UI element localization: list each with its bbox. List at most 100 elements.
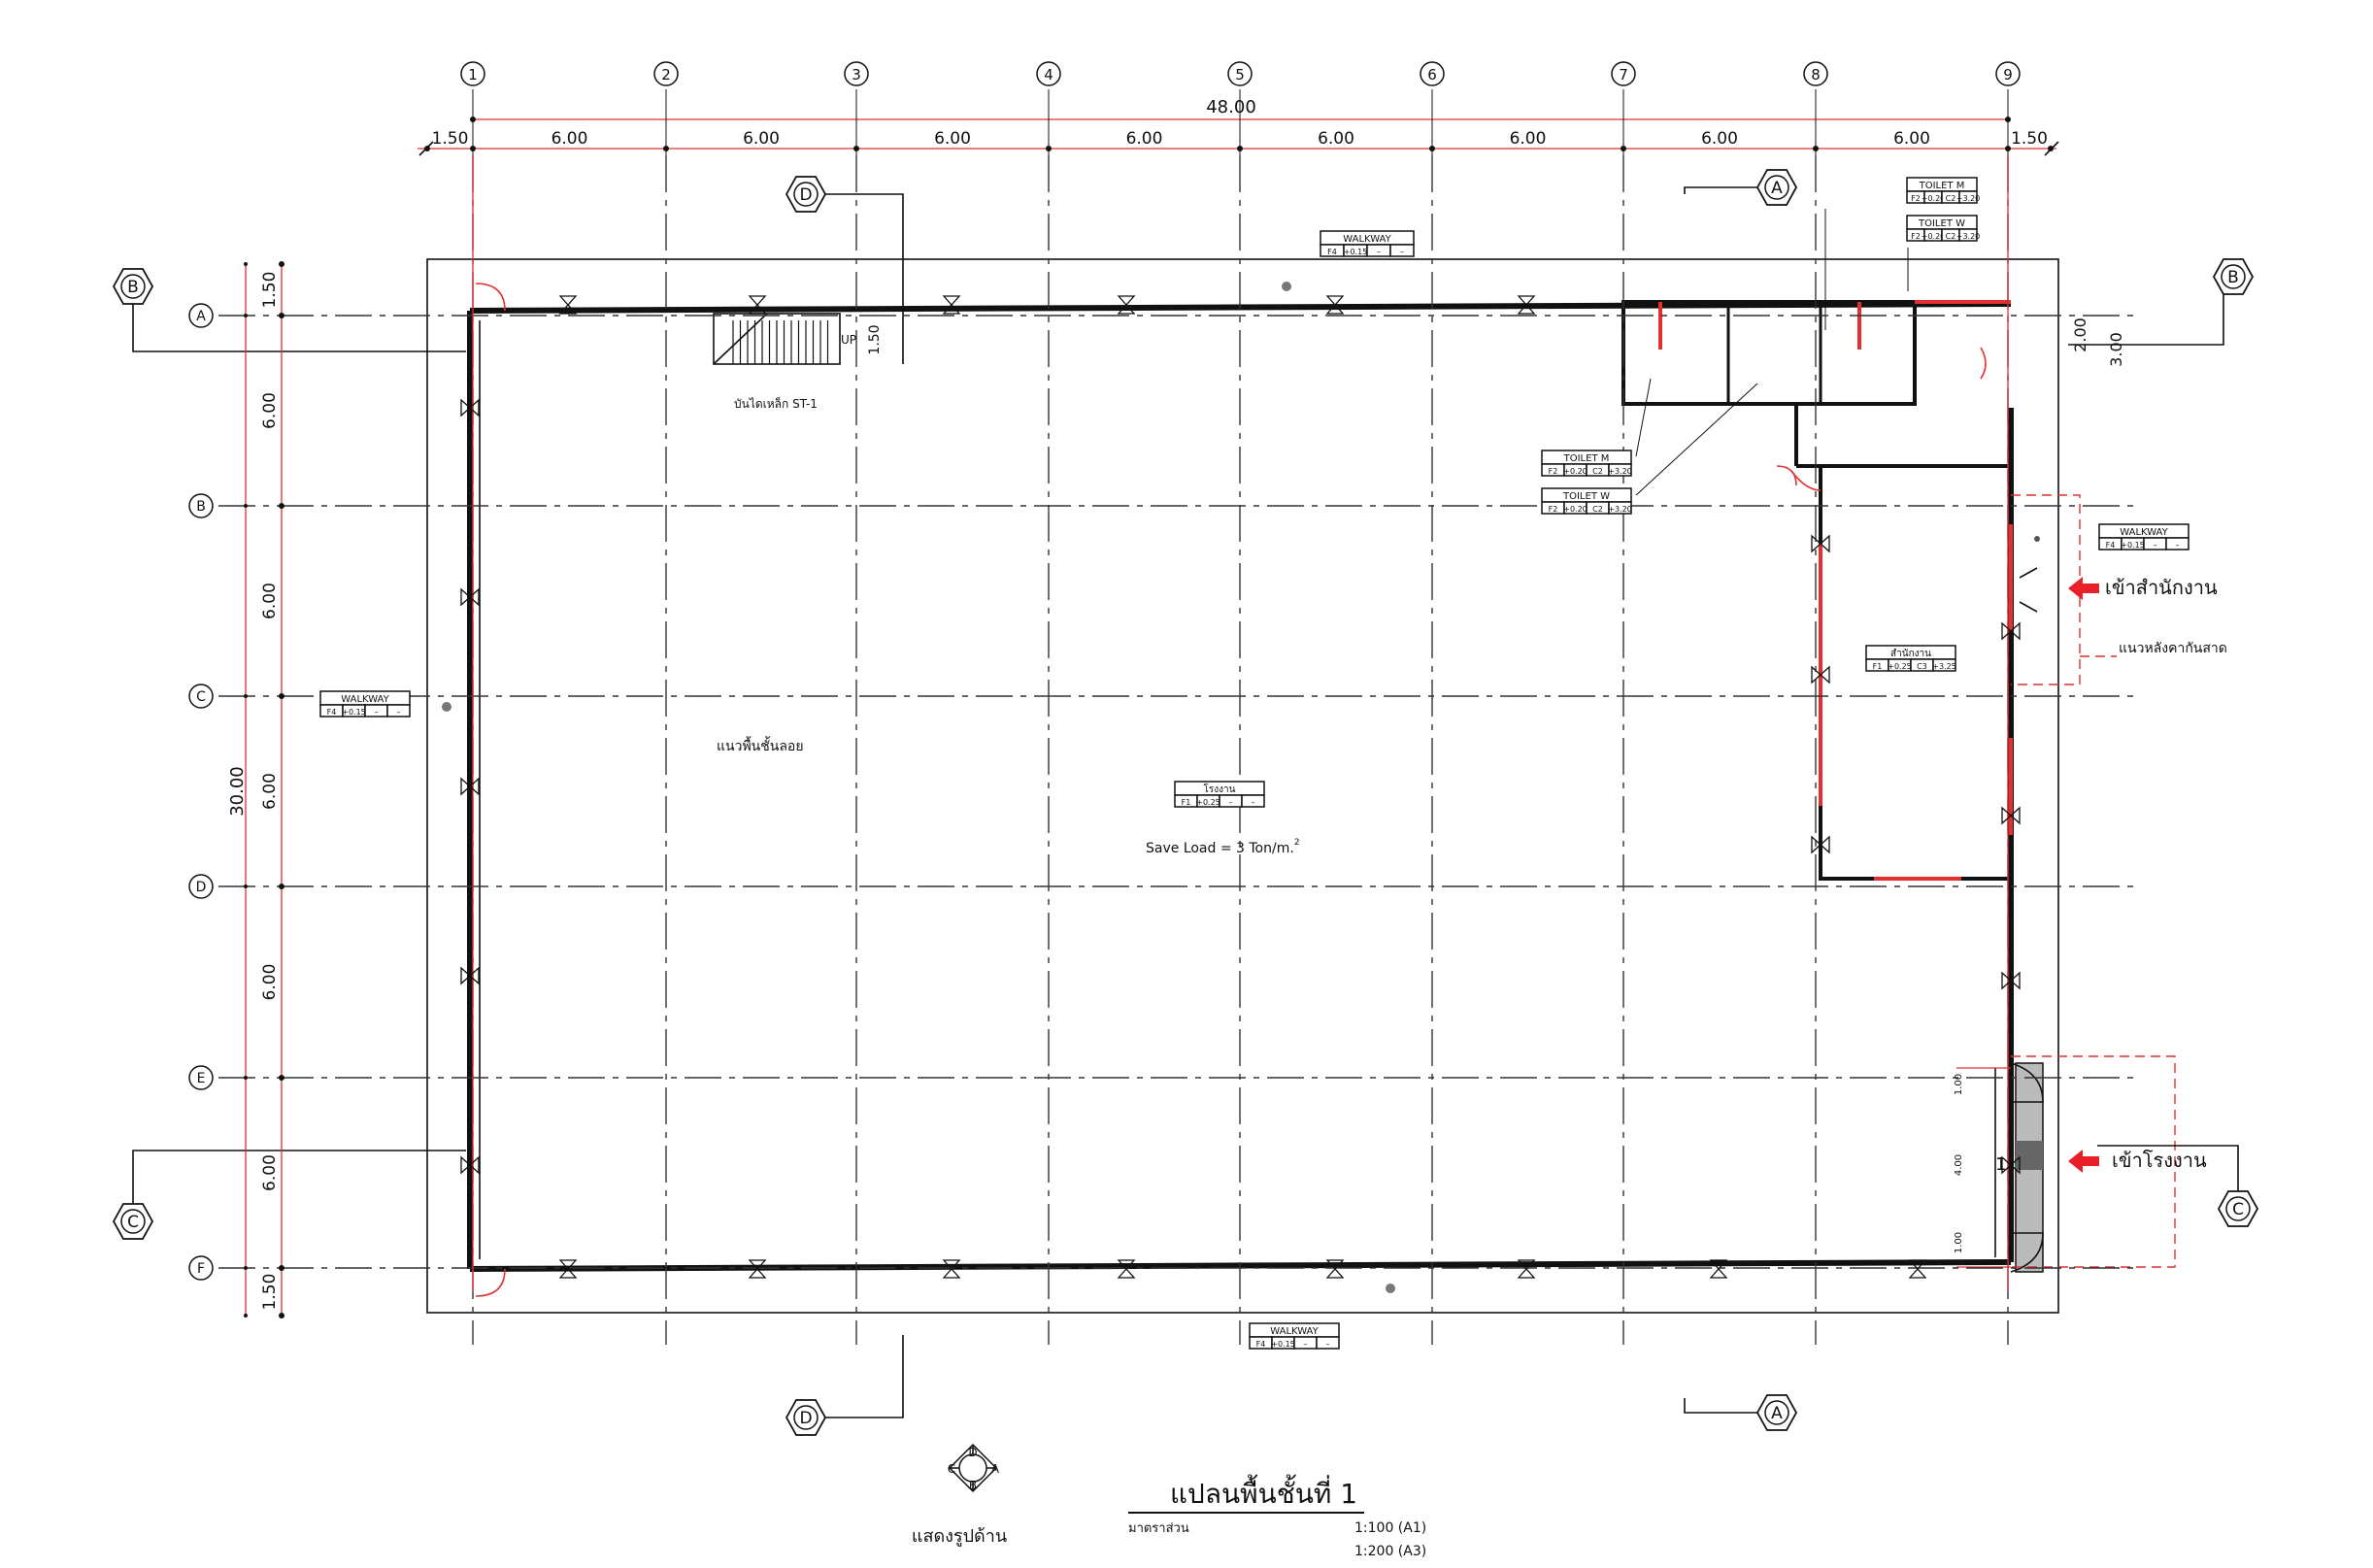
span-label: 6.00 bbox=[1893, 129, 1930, 149]
window-symbol bbox=[1117, 304, 1136, 315]
section-marker-label: C bbox=[127, 1213, 139, 1232]
dim-node bbox=[279, 884, 284, 889]
window-symbol bbox=[1325, 295, 1345, 306]
room-tag-code: – bbox=[1229, 798, 1233, 807]
door-dim-3: 1.00 bbox=[1954, 1232, 1964, 1253]
window-symbol bbox=[2010, 971, 2021, 990]
column-bubble bbox=[1420, 61, 1445, 86]
room-tag-code: +0.15 bbox=[1344, 248, 1368, 256]
room-tag-code: – bbox=[2154, 541, 2157, 550]
window-symbol bbox=[460, 587, 471, 607]
window-symbol bbox=[1820, 534, 1830, 553]
span-label: 6.00 bbox=[1126, 129, 1163, 149]
dim-node bbox=[244, 504, 248, 508]
room-tag-code: – bbox=[375, 708, 379, 717]
row-bubble bbox=[188, 874, 214, 899]
window-symbol bbox=[1325, 304, 1345, 315]
dim-node bbox=[244, 314, 248, 317]
scale-a3: 1:200 (A3) bbox=[1354, 1544, 1426, 1559]
window-symbol bbox=[558, 1259, 578, 1270]
depth-span-label: 1.50 bbox=[260, 272, 280, 309]
window-symbol bbox=[1117, 1268, 1136, 1279]
window-symbol bbox=[748, 295, 767, 306]
section-marker-circle bbox=[120, 1209, 146, 1234]
section-marker-circle bbox=[1764, 175, 1789, 200]
window-symbol bbox=[469, 398, 480, 417]
window-symbol bbox=[2010, 806, 2021, 825]
window-symbol bbox=[460, 777, 471, 796]
total-width-label: 48.00 bbox=[1206, 97, 1256, 117]
room-tag-name: TOILET W bbox=[1918, 218, 1965, 229]
column-label: 6 bbox=[1427, 66, 1437, 83]
office-room bbox=[1819, 464, 2038, 881]
row-label: D bbox=[196, 880, 207, 895]
window-symbol bbox=[460, 966, 471, 985]
room-tag-code: – bbox=[1400, 248, 1404, 256]
canopy-line-label: แนวหลังคากันสาด bbox=[2119, 641, 2227, 656]
row-label: F bbox=[197, 1261, 205, 1277]
room-tag-cell bbox=[1389, 244, 1415, 257]
window-symbol bbox=[558, 1268, 578, 1279]
dim-node bbox=[279, 261, 284, 267]
room-tag-cell bbox=[1241, 794, 1265, 808]
row-bubble bbox=[188, 1255, 214, 1281]
room-tag-code: C2 bbox=[1592, 467, 1603, 476]
window-symbol bbox=[2010, 621, 2021, 641]
dim-tick bbox=[418, 141, 434, 156]
room-tag-code: – bbox=[1326, 1340, 1330, 1349]
room-tag-code: F4 bbox=[1256, 1340, 1266, 1349]
room-tag-name: TOILET W bbox=[1562, 491, 1610, 502]
room-tag-code: – bbox=[1377, 248, 1381, 256]
section-marker-label: C bbox=[2232, 1200, 2244, 1219]
dim-node bbox=[279, 1265, 284, 1271]
row-label: A bbox=[196, 309, 206, 324]
dim-node bbox=[244, 694, 248, 698]
room-tag-code: F1 bbox=[1182, 798, 1191, 807]
window-symbol bbox=[469, 587, 480, 607]
window-symbol bbox=[1709, 1268, 1728, 1279]
door-dim-2: 4.00 bbox=[1954, 1154, 1964, 1176]
dim-node bbox=[279, 503, 284, 509]
dim-node bbox=[244, 1076, 248, 1080]
span-label: 6.00 bbox=[551, 129, 588, 149]
elevation-legend: D A B C แสดงรูปด้าน bbox=[912, 1443, 1007, 1547]
room-tag-code: – bbox=[1304, 1340, 1308, 1349]
room-tag-code: +0.15 bbox=[2121, 541, 2145, 550]
compass-c: C bbox=[948, 1462, 955, 1476]
window-symbol bbox=[460, 1155, 471, 1175]
room-tag-code: +0.20 bbox=[1563, 467, 1588, 476]
window-symbol bbox=[942, 1268, 961, 1279]
span-label: 6.00 bbox=[934, 129, 971, 149]
room-tag-name: โรงงาน bbox=[1204, 783, 1236, 795]
column-bubble bbox=[1611, 61, 1636, 86]
column-label: 3 bbox=[852, 66, 861, 83]
window-symbol bbox=[942, 295, 961, 306]
dim-node bbox=[279, 1313, 284, 1318]
room-tag-code: – bbox=[397, 708, 401, 717]
row-label: E bbox=[197, 1071, 206, 1086]
section-marker-circle bbox=[2225, 1196, 2251, 1221]
dim-node bbox=[279, 313, 284, 318]
door-dim-1: 1.00 bbox=[1954, 1074, 1964, 1095]
walkway-markers bbox=[442, 282, 2040, 1293]
toilet-block bbox=[1621, 300, 2011, 468]
stair-st1 bbox=[713, 313, 841, 365]
dim-node bbox=[244, 1266, 248, 1270]
room-tag-code: – bbox=[2176, 541, 2180, 550]
outer-boundary bbox=[426, 258, 2059, 1314]
door-mark-label: 1 bbox=[1995, 1154, 2006, 1175]
column-bubble bbox=[460, 61, 485, 86]
window-symbol bbox=[1908, 1268, 1927, 1279]
mezzanine-line-label: แนวพื้นชั้นลอย bbox=[717, 736, 804, 754]
window-symbols bbox=[460, 295, 2021, 1279]
depth-span-label: 6.00 bbox=[260, 964, 280, 1001]
room-tag-name: WALKWAY bbox=[1270, 1326, 1319, 1337]
room-tag-cell bbox=[1608, 501, 1632, 515]
room-tag-cell bbox=[386, 704, 411, 717]
